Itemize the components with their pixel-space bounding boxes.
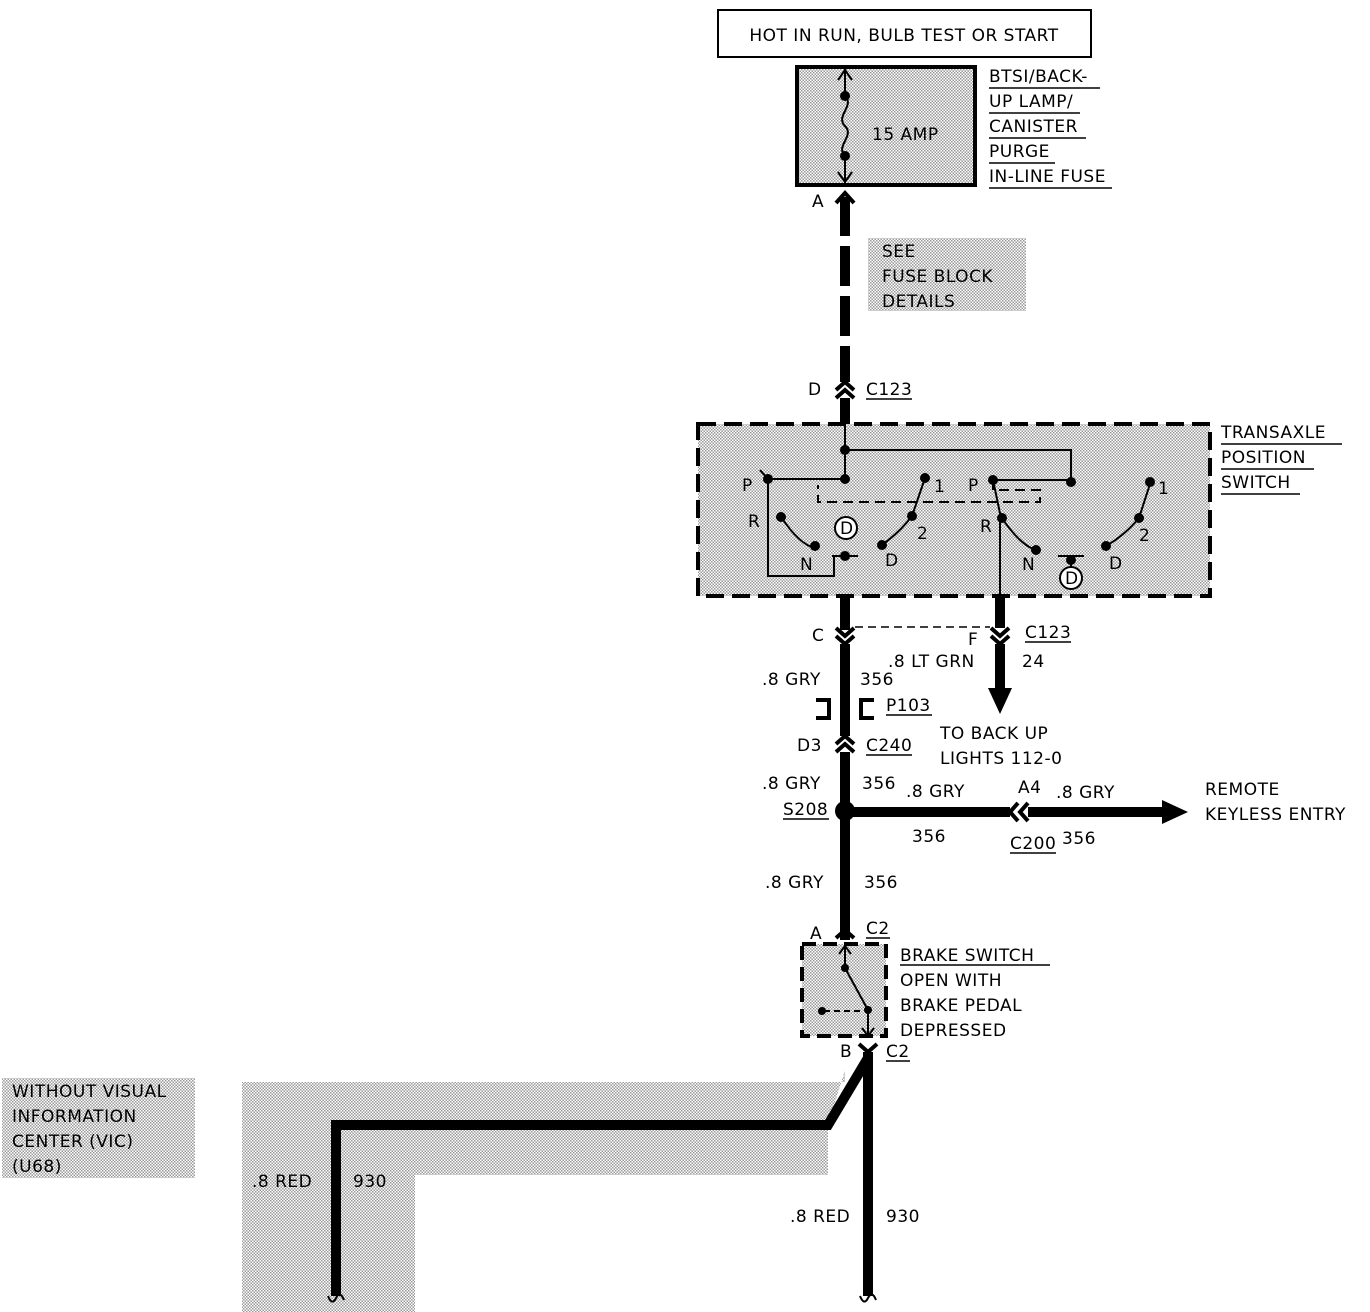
option-note-line: WITHOUT VISUAL <box>12 1082 167 1102</box>
option-note-line: CENTER (VIC) <box>12 1132 133 1152</box>
c123-bottom-terminal-c: C <box>812 626 824 646</box>
fuse-name-line: PURGE <box>989 142 1050 162</box>
fuse-rating: 15 AMP <box>872 125 939 145</box>
rke-branch-wire <box>845 800 1188 824</box>
c123-bottom-connector-label: C123 <box>1025 623 1071 643</box>
brake-bottom-connector-label: C2 <box>886 1042 910 1062</box>
c123-top-terminal: D <box>808 380 822 400</box>
s208-label: S208 <box>783 800 828 820</box>
option-shade <box>242 1070 845 1312</box>
fuse-name-line: UP LAMP/ <box>989 92 1073 112</box>
brake-switch-line: DEPRESSED <box>900 1021 1007 1041</box>
wire-930-left-size: .8 RED <box>252 1172 312 1192</box>
c123-top-connector-label: C123 <box>866 380 912 400</box>
sw-left-n: N <box>800 555 813 575</box>
backup-note-line: TO BACK UP <box>939 724 1048 744</box>
sw-left-p: P <box>742 476 753 496</box>
wire-24-size: .8 LT GRN <box>888 652 975 672</box>
brake-top-connector <box>834 927 856 940</box>
brake-bottom-terminal: B <box>840 1042 852 1062</box>
fuse-name-line: IN-LINE FUSE <box>989 167 1106 187</box>
sw-left-2: 2 <box>917 524 928 544</box>
rke-connector: C200 <box>1010 834 1056 854</box>
brake-bottom-connector <box>857 1042 879 1055</box>
wire-930 <box>331 1052 873 1296</box>
fuse-name-line: BTSI/BACK- <box>989 67 1088 87</box>
fuse-terminal <box>834 190 856 205</box>
brake-top-terminal: A <box>810 924 822 944</box>
option-note: WITHOUT VISUAL INFORMATION CENTER (VIC) … <box>12 1082 167 1177</box>
sw-right-mark: D <box>1065 569 1079 589</box>
sw-right-1: 1 <box>1158 479 1169 499</box>
backup-arrow <box>988 688 1012 714</box>
c123-bottom-connector <box>834 626 1011 647</box>
brake-switch-name: BRAKE SWITCH OPEN WITH BRAKE PEDAL DEPRE… <box>900 946 1050 1041</box>
fuse-block-note-line: SEE <box>882 242 916 262</box>
switch-name: TRANSAXLE POSITION SWITCH <box>1220 423 1342 495</box>
rke-dest-line: KEYLESS ENTRY <box>1205 805 1346 825</box>
fuse-terminal-label: A <box>812 192 824 212</box>
option-note-line: (U68) <box>12 1157 62 1177</box>
sw-left-d: D <box>885 551 899 571</box>
c240-connector <box>834 733 856 754</box>
sw-right-p: P <box>968 476 979 496</box>
wire-356-b-size: .8 GRY <box>762 774 821 794</box>
wire-356-a-circuit: 356 <box>860 670 894 690</box>
sw-right-r: R <box>980 517 992 537</box>
sw-right-2: 2 <box>1139 526 1150 546</box>
wire-930-left-circuit: 930 <box>353 1172 387 1192</box>
wire-356-c-size: .8 GRY <box>765 873 824 893</box>
inline-fuse: 15 AMP <box>795 65 977 187</box>
wire-356-b-circuit: 356 <box>862 774 896 794</box>
sw-right-n: N <box>1022 555 1035 575</box>
brake-switch-line: BRAKE PEDAL <box>900 996 1022 1016</box>
wire-24-circuit: 24 <box>1022 652 1045 672</box>
rke-circuit-left: 356 <box>912 827 946 847</box>
wire-break-left <box>327 1293 345 1303</box>
option-note-line: INFORMATION <box>12 1107 137 1127</box>
sw-left-mark: D <box>840 519 854 539</box>
c240-connector-label: C240 <box>866 736 912 756</box>
power-source-box: HOT IN RUN, BULB TEST OR START <box>717 9 1092 58</box>
wire-356-a-size: .8 GRY <box>762 670 821 690</box>
sw-left-r: R <box>748 512 760 532</box>
rke-terminal: A4 <box>1018 778 1041 798</box>
fuse-name-line: CANISTER <box>989 117 1078 137</box>
c240-terminal: D3 <box>797 736 822 756</box>
p103-label: P103 <box>886 696 931 716</box>
fuse-block-note-line: FUSE BLOCK <box>882 267 993 287</box>
fuse-name: BTSI/BACK- UP LAMP/ CANISTER PURGE IN-LI… <box>989 67 1112 189</box>
fuse-block-note: SEE FUSE BLOCK DETAILS <box>882 242 993 312</box>
sw-left-1: 1 <box>934 477 945 497</box>
switch-name-line: TRANSAXLE <box>1220 423 1326 443</box>
switch-name-line: SWITCH <box>1221 473 1291 493</box>
backup-note-line: LIGHTS 112-0 <box>940 749 1062 769</box>
wire-930-right-size: .8 RED <box>790 1207 850 1227</box>
rke-size-left: .8 GRY <box>906 782 965 802</box>
transaxle-position-switch: P R N D 2 1 D P R N D 2 1 D <box>696 422 1212 598</box>
brake-top-connector-label: C2 <box>866 919 890 939</box>
wire-930-right-circuit: 930 <box>886 1207 920 1227</box>
p103-passthrough <box>816 698 874 720</box>
rke-circuit-right: 356 <box>1062 829 1096 849</box>
wire-break-right <box>859 1293 877 1303</box>
switch-name-line: POSITION <box>1221 448 1306 468</box>
rke-dest-line: REMOTE <box>1205 780 1280 800</box>
c123-top-connector <box>834 379 856 400</box>
brake-switch <box>800 942 888 1038</box>
fuse-block-note-line: DETAILS <box>882 292 955 312</box>
c123-bottom-terminal-f: F <box>968 630 978 650</box>
brake-switch-line: OPEN WITH <box>900 971 1002 991</box>
fuse-block-note-box <box>868 238 1026 311</box>
rke-size-right: .8 GRY <box>1056 783 1115 803</box>
power-label: HOT IN RUN, BULB TEST OR START <box>749 26 1058 46</box>
wire-356-c-circuit: 356 <box>864 873 898 893</box>
brake-switch-line: BRAKE SWITCH <box>900 946 1034 966</box>
sw-right-d: D <box>1109 554 1123 574</box>
option-note-box <box>2 1078 195 1178</box>
